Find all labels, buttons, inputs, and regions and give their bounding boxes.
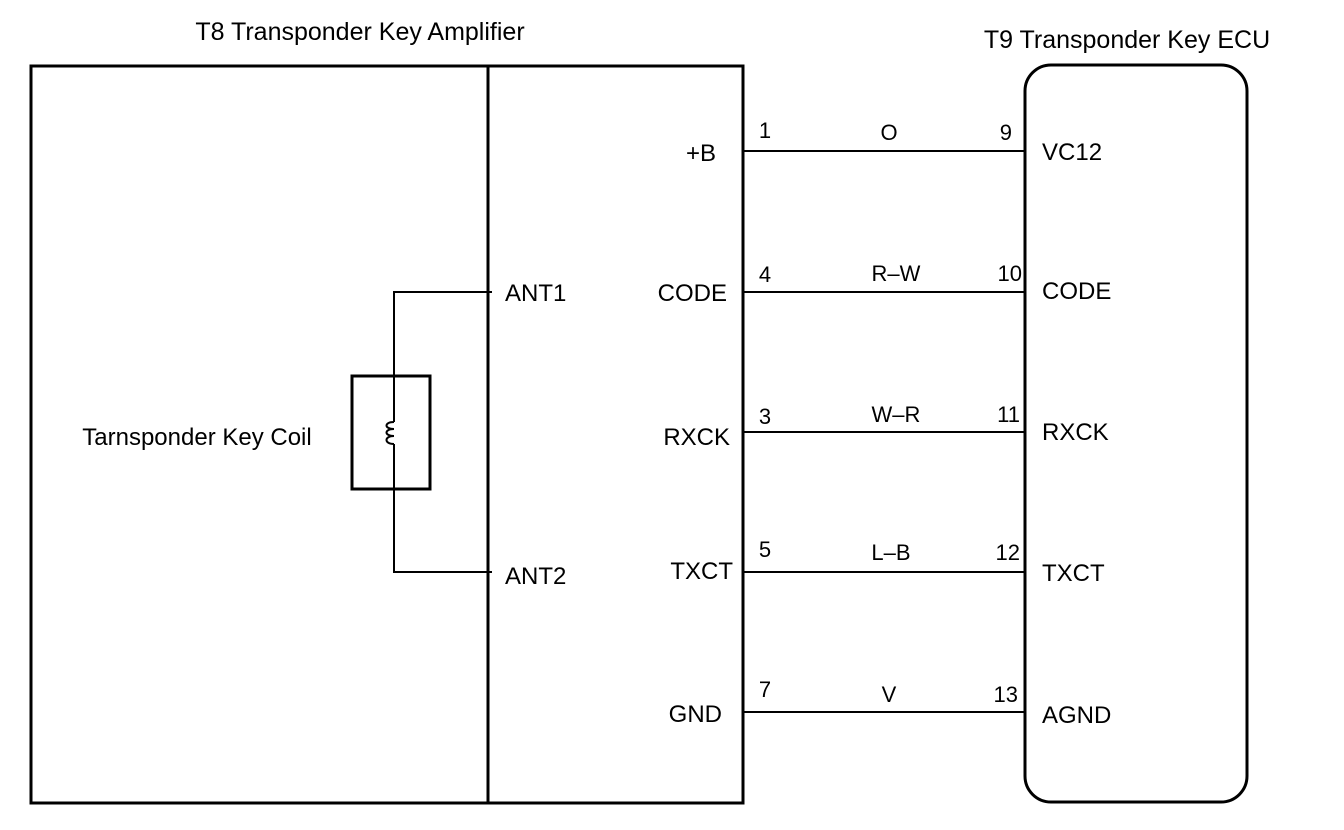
ant2-lead — [393, 489, 492, 573]
amp-terminal-label: RXCK — [663, 424, 730, 451]
amp-pin-number: 7 — [759, 677, 771, 702]
ant1-lead — [393, 291, 492, 376]
ecu-pin-number: 10 — [998, 261, 1022, 286]
coil-housing — [350, 374, 432, 491]
ecu-box — [1023, 63, 1249, 804]
coil-label: Tarnsponder Key Coil — [82, 424, 311, 451]
amplifier-box — [29, 64, 745, 805]
connection-row: +B 1 O 9 VC12 — [686, 118, 1102, 167]
wire-color-code: W–R — [872, 402, 921, 427]
wire-color-code: L–B — [871, 540, 910, 565]
amp-pin-number: 5 — [759, 537, 771, 562]
ant2-label: ANT2 — [505, 563, 566, 590]
amp-terminal-label: TXCT — [670, 558, 733, 585]
ecu-pin-number: 12 — [996, 540, 1020, 565]
amp-terminal-label: GND — [669, 701, 722, 728]
ecu-pin-number: 9 — [1000, 120, 1012, 145]
ecu-pin-number: 13 — [994, 682, 1018, 707]
wire-color-code: V — [882, 682, 897, 707]
amplifier-title: T8 Transponder Key Amplifier — [195, 18, 524, 46]
ecu-terminal-label: CODE — [1042, 278, 1111, 305]
inductor-icon — [385, 421, 395, 445]
coil-circuit — [350, 291, 492, 573]
ant1-label: ANT1 — [505, 280, 566, 307]
wire-color-code: O — [880, 120, 897, 145]
amp-terminal-label: CODE — [658, 280, 727, 307]
amp-pin-number: 3 — [759, 404, 771, 429]
connection-row: GND 7 V 13 AGND — [669, 677, 1112, 729]
amp-terminal-label: +B — [686, 140, 716, 167]
amp-pin-number: 4 — [759, 262, 771, 287]
connection-row: TXCT 5 L–B 12 TXCT — [670, 537, 1105, 587]
connection-row: CODE 4 R–W 10 CODE — [658, 261, 1112, 307]
wire-color-code: R–W — [872, 261, 921, 286]
ecu-terminal-label: AGND — [1042, 702, 1111, 729]
amp-pin-number: 1 — [759, 118, 771, 143]
ecu-terminal-label: RXCK — [1042, 419, 1109, 446]
ecu-title: T9 Transponder Key ECU — [984, 26, 1270, 54]
connection-row: RXCK 3 W–R 11 RXCK — [663, 402, 1108, 451]
ecu-terminal-label: TXCT — [1042, 560, 1105, 587]
ecu-pin-number: 11 — [997, 402, 1020, 427]
ecu-terminal-label: VC12 — [1042, 139, 1102, 166]
